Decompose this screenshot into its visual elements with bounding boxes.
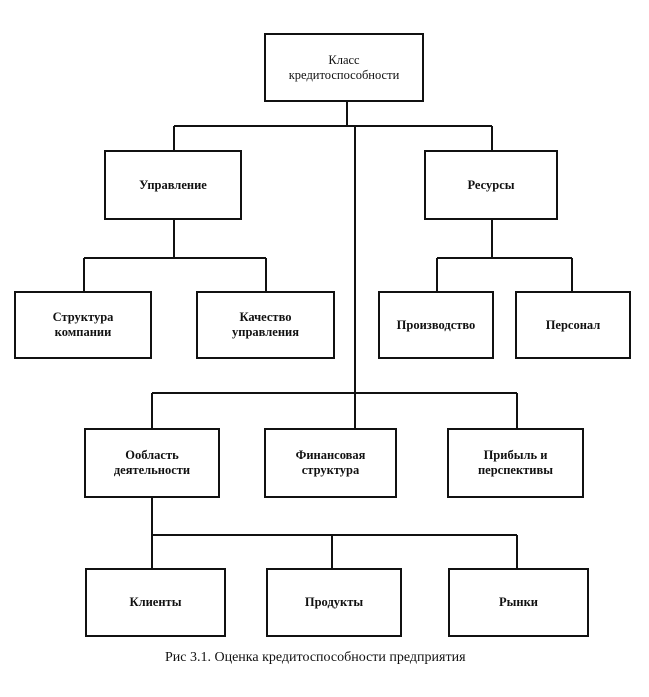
node-management: Управление (104, 150, 242, 220)
node-management-quality: Качество управления (196, 291, 335, 359)
node-markets: Рынки (448, 568, 589, 637)
node-personnel: Персонал (515, 291, 631, 359)
node-credit-class: Класс кредитоспособности (264, 33, 424, 102)
node-products: Продукты (266, 568, 402, 637)
node-financial-structure: Финансовая структура (264, 428, 397, 498)
figure-caption: Рис 3.1. Оценка кредитоспособности предп… (165, 650, 466, 665)
node-profit-prospects: Прибыль и перспективы (447, 428, 584, 498)
node-field-of-activity: Ообласть деятельности (84, 428, 220, 498)
node-company-structure: Структура компании (14, 291, 152, 359)
node-clients: Клиенты (85, 568, 226, 637)
node-resources: Ресурсы (424, 150, 558, 220)
node-production: Производство (378, 291, 494, 359)
